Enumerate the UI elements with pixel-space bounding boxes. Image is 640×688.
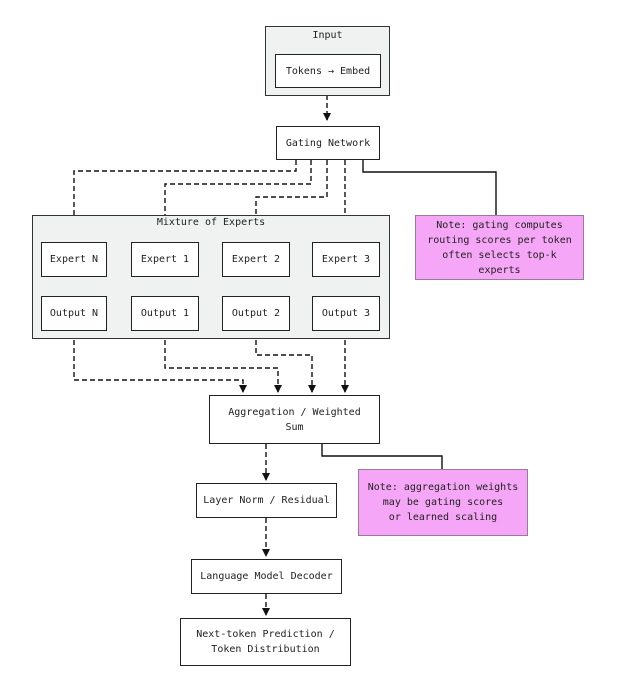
expert-2-node: Expert 2: [222, 242, 290, 277]
prediction-node: Next-token Prediction / Token Distributi…: [180, 618, 351, 666]
tokens-embed-node: Tokens → Embed: [275, 54, 381, 88]
prediction-line-1: Next-token Prediction /: [196, 629, 335, 640]
edge-gating-to-expert-1: [161, 160, 312, 243]
gating-note-line-3: often selects top-k experts: [442, 249, 557, 276]
gating-note-line-2: routing scores per token: [427, 234, 572, 246]
edge-output-n-to-aggregation: [73, 332, 247, 393]
aggregation-note: Note: aggregation weights may be gating …: [358, 469, 528, 536]
expert-3-node: Expert 3: [312, 242, 380, 277]
edge-aggregation-to-note: [321, 444, 443, 469]
aggregation-note-line-3: or learned scaling: [388, 512, 498, 523]
decoder-node: Language Model Decoder: [191, 559, 342, 594]
expert-1-node: Expert 1: [131, 242, 199, 277]
aggregation-note-line-1: Note: aggregation weights: [367, 482, 519, 493]
output-n-node: Output N: [41, 296, 107, 331]
gating-note-line-1: Note: gating computes: [436, 219, 563, 231]
layer-norm-node: Layer Norm / Residual: [196, 483, 337, 518]
input-group-title: Input: [312, 30, 343, 41]
aggregation-line-2: Sum: [285, 421, 304, 433]
aggregation-note-line-2: may be gating scores: [382, 497, 504, 508]
output-2-node: Output 2: [222, 296, 290, 331]
edge-output-1-to-aggregation: [164, 332, 282, 393]
output-1-node: Output 1: [131, 296, 199, 331]
edge-output-2-to-aggregation: [255, 332, 316, 393]
aggregation-line-1: Aggregation / Weighted: [228, 406, 361, 418]
aggregation-node: Aggregation / Weighted Sum: [209, 395, 380, 444]
prediction-line-2: Token Distribution: [211, 644, 320, 655]
edge-gating-to-expert-n: [70, 160, 297, 243]
expert-n-node: Expert N: [41, 242, 107, 277]
gating-network-node: Gating Network: [276, 126, 380, 160]
mixture-of-experts-title: Mixture of Experts: [156, 217, 266, 228]
gating-note: Note: gating computes routing scores per…: [415, 215, 584, 280]
edge-gating-to-note: [362, 160, 497, 215]
output-3-node: Output 3: [312, 296, 380, 331]
